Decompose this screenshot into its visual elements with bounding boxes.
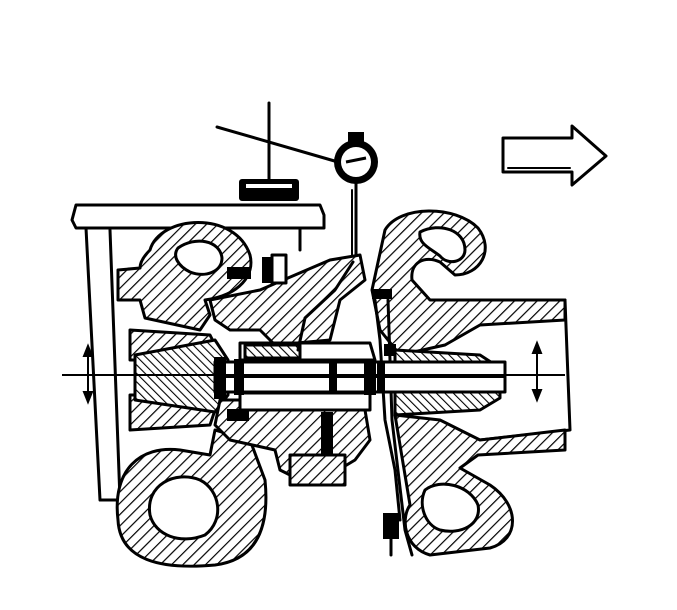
gauge-stand (215, 101, 340, 201)
compressor-housing (115, 221, 268, 568)
gauge-probe (296, 260, 355, 352)
turbine-housing (370, 209, 572, 557)
direction-arrow-icon (501, 124, 608, 187)
vertical-double-arrow-icon (82, 340, 543, 405)
heat-shield (373, 298, 414, 557)
bearing-housing (208, 253, 377, 487)
dial-gauge-icon (334, 132, 378, 264)
housing-bolts (227, 253, 396, 421)
mounting-flange (70, 203, 326, 502)
turbo-shaft (213, 357, 507, 399)
